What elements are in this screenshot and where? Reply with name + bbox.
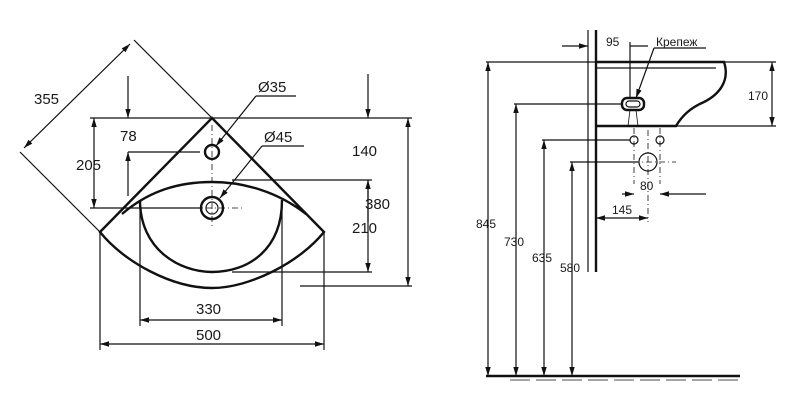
mount-bracket	[620, 96, 646, 112]
dim-355: 355	[34, 91, 59, 108]
dim-730: 730	[504, 235, 524, 249]
dim-580: 580	[560, 261, 580, 275]
dim-500: 500	[196, 327, 221, 344]
dim-330: 330	[196, 301, 221, 318]
dim-635: 635	[532, 251, 552, 265]
dim-140: 140	[352, 143, 377, 160]
dim-78: 78	[120, 128, 137, 145]
side-view: 95 Крепеж 170 845 730 635 580 80 145	[476, 30, 776, 381]
basin-outline	[98, 116, 326, 290]
top-view: 355 78 205 Ø35 Ø45 140 210 380 330 500	[19, 39, 412, 350]
label-mount: Крепеж	[656, 35, 697, 49]
dim-d35: Ø35	[258, 79, 286, 96]
basin-bowl	[138, 199, 284, 274]
dim-845: 845	[476, 217, 496, 231]
dim-205: 205	[76, 157, 101, 174]
dim-380: 380	[365, 196, 390, 213]
faucet-hole	[203, 143, 221, 161]
dim-d45: Ø45	[264, 129, 292, 146]
dim-170: 170	[748, 89, 768, 103]
dim-210: 210	[352, 220, 377, 237]
dim-145: 145	[612, 203, 632, 217]
dim-95: 95	[606, 35, 620, 49]
basin-profile	[596, 60, 727, 128]
dim-80: 80	[640, 179, 654, 193]
